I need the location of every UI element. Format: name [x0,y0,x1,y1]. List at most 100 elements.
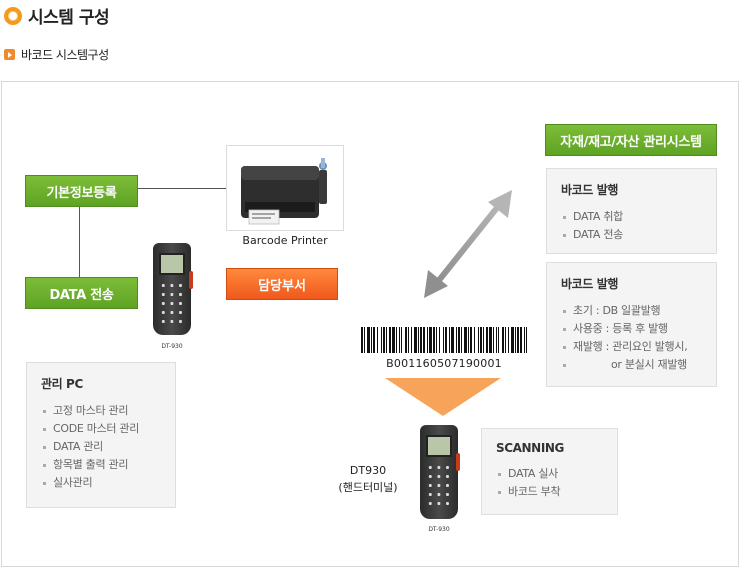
list-item: DATA 관리 [41,438,161,456]
barcode-bar [443,327,444,353]
barcode-issue-1-title: 바코드 발행 [561,183,618,197]
list-item: 초기 : DB 일괄발행 [561,302,702,320]
terminal-screen [426,435,452,457]
connector-line-vertical [79,207,80,277]
scanning-list: DATA 실사 바코드 부착 [496,465,603,501]
barcode-bar [377,327,378,353]
scanning-box: SCANNING DATA 실사 바코드 부착 [481,428,618,515]
barcode-bar [520,327,522,353]
handheld-terminal-image-center [420,425,460,519]
barcode-bar [483,327,484,353]
admin-pc-title: 관리 PC [41,377,83,391]
data-transfer-box: DATA 전송 [25,277,138,309]
barcode-bar [524,327,525,353]
terminal-trigger [189,271,193,289]
barcode-bar [373,327,375,353]
dt930-caption-line1: DT930 [349,464,387,477]
barcode-bar [461,327,462,353]
terminal-model-center: DT-930 [428,526,450,533]
barcode-issue-box-1: 바코드 발행 DATA 취합 DATA 전송 [546,168,717,254]
barcode-bar [458,327,460,353]
barcode-bar [399,327,400,353]
barcode-number: B001160507190001 [386,357,502,370]
barcode-bar [480,327,482,353]
barcode-bar [502,327,504,353]
barcode-bar [496,327,497,353]
admin-pc-list: 고정 마스타 관리 CODE 마스터 관리 DATA 관리 항목별 출력 관리 … [41,402,161,492]
barcode-bar [361,327,363,353]
list-item: DATA 실사 [496,465,603,483]
barcode-bar [470,327,472,353]
barcode-bar [408,327,409,353]
admin-pc-box: 관리 PC 고정 마스타 관리 CODE 마스터 관리 DATA 관리 항목별 … [26,362,176,508]
dt930-caption-line2: (핸드터미널) [338,481,398,494]
barcode-bar [386,327,387,353]
barcode-bar [364,327,365,353]
terminal-trigger [456,453,460,471]
barcode-bar [396,327,397,353]
barcode-bar [392,327,395,353]
list-item: CODE 마스터 관리 [41,420,161,438]
list-item: DATA 취합 [561,208,702,226]
barcode-bar [456,327,457,353]
terminal-keypad [159,281,185,327]
department-box: 담당부서 [226,268,338,300]
list-item-continuation: or 분실시 재발행 [561,356,702,374]
double-arrow-icon [424,190,512,298]
title-ring-icon [4,6,22,25]
barcode-bar [423,327,425,353]
barcode-bar [389,327,391,353]
barcode-bar [489,327,492,353]
barcode-graphic [361,327,527,353]
barcode-bar [449,327,450,353]
barcode-issue-2-list: 초기 : DB 일괄발행 사용중 : 등록 후 발행 재발행 : 관리요인 발행… [561,302,702,374]
barcode-bar [464,327,467,353]
list-item: 실사관리 [41,474,161,492]
scanning-title: SCANNING [496,441,564,455]
barcode-bar [526,327,527,353]
list-item: 항목별 출력 관리 [41,456,161,474]
play-bullet-icon [4,49,15,60]
barcode-bar [381,327,382,353]
scan-funnel-shape [385,378,501,416]
inventory-system-box: 자재/재고/자산 관리시스템 [545,124,717,156]
barcode-issue-1-list: DATA 취합 DATA 전송 [561,208,702,244]
basic-info-box: 기본정보등록 [25,175,138,207]
barcode-issue-box-2: 바코드 발행 초기 : DB 일괄발행 사용중 : 등록 후 발행 재발행 : … [546,262,717,387]
barcode-issue-2-title: 바코드 발행 [561,277,618,291]
barcode-bar [439,327,440,353]
barcode-bar [436,327,437,353]
barcode-bar [493,327,494,353]
barcode-bar [486,327,488,353]
barcode-bar [429,327,432,353]
barcode-bar [478,327,479,353]
barcode-bar [367,327,370,353]
barcode-printer-image [226,145,344,231]
barcode-bar [451,327,454,353]
barcode-bar [383,327,385,353]
barcode-bar [405,327,407,353]
barcode-bar [401,327,402,353]
page-title: 시스템 구성 [4,3,110,28]
barcode-bar [517,327,519,353]
barcode-bar [511,327,514,353]
barcode-bar [515,327,516,353]
barcode-bar [508,327,509,353]
section-subtitle: 바코드 시스템구성 [4,46,109,63]
handheld-terminal-image-left [153,243,193,335]
barcode-bar [418,327,419,353]
barcode-bar [420,327,422,353]
connector-line-to-printer [138,188,226,189]
terminal-screen [159,253,185,275]
barcode-bar [427,327,428,353]
barcode-bar [433,327,435,353]
terminal-model-left: DT-930 [161,343,183,350]
printer-label: Barcode Printer [242,234,328,247]
page-title-text: 시스템 구성 [28,8,110,28]
barcode-bar [498,327,499,353]
list-item: 사용중 : 등록 후 발행 [561,320,702,338]
barcode-bar [468,327,469,353]
barcode-bar [414,327,417,353]
barcode-bar [445,327,447,353]
barcode-bar [411,327,412,353]
